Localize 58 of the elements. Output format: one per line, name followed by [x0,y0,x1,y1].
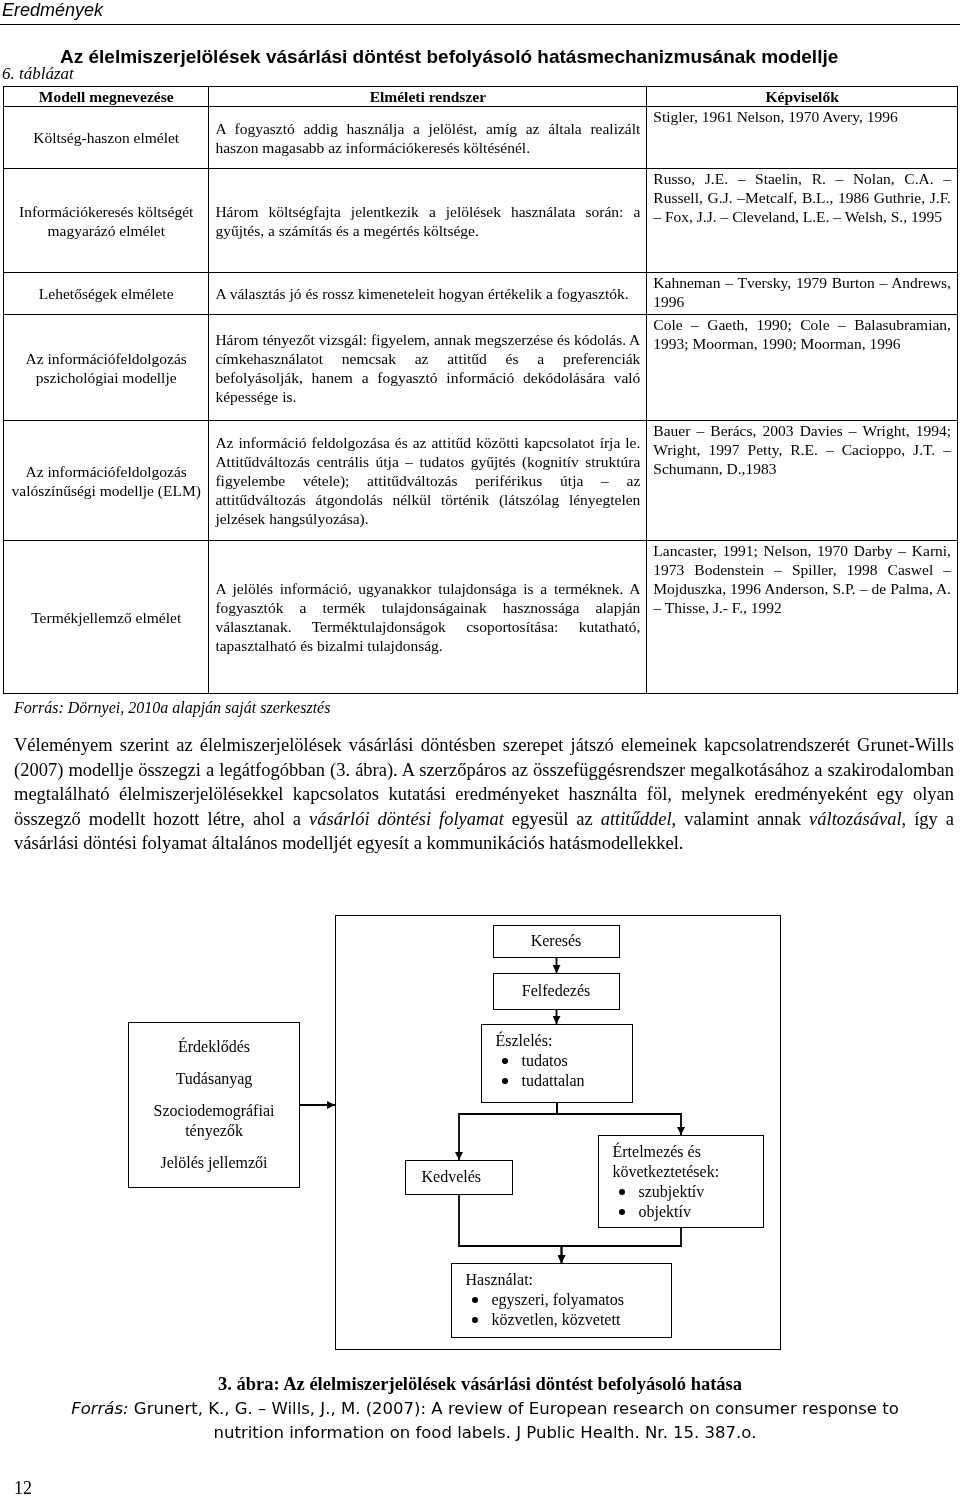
process-box [450,1262,672,1338]
box-heading: Értelmezés és következtetések: [612,1141,721,1182]
arrow [552,1009,561,1025]
bullet-item: objektív [638,1201,691,1222]
table-cell: Russo, J.E. – Staelin, R. – Nolan, C.A. – Russell, G.J. –Metcalf, B.L., 1986 Guthrie, J.F. – Fox, J.J. – Cleveland, L.E. – Welsh, S., 1995 [646,168,958,273]
process-box [492,972,620,1010]
bullet-item: tudattalan [521,1070,585,1091]
process-box [404,1159,513,1195]
box-text: Felfedezés [521,981,591,1001]
table-cell: Három költségfajta jelentkezik a jelölések használata során: a gyűjtés, a számítás és a megértés költsége. [208,168,647,273]
table-title: Az élelmiszerjelölések vásárlási döntést befolyásoló hatásmechanizmusának modellje [60,46,839,67]
process-box [597,1134,764,1228]
table-cell: Az információfeldolgozás pszichológiai modellje [3,314,209,421]
bullet-item: egyszeri, folyamatos [491,1289,624,1310]
table-cell: A fogyasztó addig használja a jelölést, amíg az általa realizált haszon magasabb az információkeresés költésénél. [208,106,647,169]
table-cell: Stigler, 1961 Nelson, 1970 Avery, 1996 [646,106,958,169]
table-cell: Cole – Gaeth, 1990; Cole – Balasubramian, 1993; Moorman, 1990; Moorman, 1996 [646,314,958,421]
figure-caption: 3. ábra: Az élelmiszerjelölések vásárlási döntést befolyásoló hatása [216,1374,744,1395]
process-box [480,1023,633,1103]
table-cell: Három tényezőt vizsgál: figyelem, annak megszerzése és kódolás. A címkehasználatot nemcsak az attitűd és a preferenciák befolyásolják, hanem a fogyasztó információ dekódolására való képessége is. [208,314,647,421]
box-heading: Használat: [465,1269,534,1290]
box-text: Keresés [530,931,582,951]
arrow [552,957,561,974]
box-text: Kedvelés [421,1167,482,1187]
column-header: Képviselők [646,86,958,107]
process-box [492,924,620,958]
bullet-item: szubjektív [638,1181,705,1202]
arrow [299,1101,336,1109]
column-header: Modell megnevezése [3,86,209,107]
table-number: 6. táblázat [2,64,74,84]
bullet-item: közvetlen, közvetett [491,1309,621,1330]
arrow [557,1227,682,1264]
box-text: Szociodemográfiai tényezők [152,1101,276,1141]
table-cell: Költség-haszon elmélet [3,106,209,169]
table-cell: Információkeresés költségét magyarázó elmélet [3,168,209,273]
figure-source: Forrás: Grunert, K., G. – Wills, J., M. (2007): A review of European research on consumer response to nutrition information on food labels. J Public Health. Nr. 15. 387.o. [70,1398,900,1444]
column-header: Elméleti rendszer [208,86,647,107]
table-cell: A választás jó és rossz kimeneteleit hogyan értékelik a fogyasztók. [208,272,647,315]
frame-box [335,915,781,1350]
body-paragraph: Véleményem szerint az élelmiszerjelölések vásárlási döntésben szerepet játszó elemeinek kapcsolatrendszerét Grunet-Wills (2007) modellje összegzi a legátfogóbban (3. ábra). A szerzőpáros az összefüggésrendszer megalkotásához a szakirodalomban megtalálható élelmiszerjelölésekkel kapcsolatos kutatási eredményeket használta föl, melynek eredményeként egy olyan összegző modellt hozott létre, ahol a vásárlói döntési folyamat egyesül az attitűddel, valamint annak változásával, így a vásárlási döntési folyamat általános modelljét egyesít a kommunikációs hatásmodellekkel. [14,734,954,855]
table-cell: Az információ feldolgozása és az attitűd közötti kapcsolatot írja le. Attitűdváltozás centrális útja – tudatos gyűjtés (kognitív struktúra figyelembe vétele); attitűdváltozás periférikus útja – az attitűdváltozás átgondolás nélkül történik (látszólag lényegtelen jelzések hangsúlyozása). [208,420,647,541]
page-number: 12 [14,1478,32,1499]
section-heading: Eredmények [2,0,104,21]
arrow [556,1102,685,1136]
table-cell: Lehetőségek elmélete [3,272,209,315]
table-cell: Kahneman – Tversky, 1979 Burton – Andrews, 1996 [646,272,958,315]
table-cell: Lancaster, 1991; Nelson, 1970 Darby – Karni, 1973 Bodenstein – Spiller, 1998 Caswel – Mojduszka, 1996 Anderson, S.P. – de Palma, A. – Thisse, J.- F., 1992 [646,540,958,694]
box-text: Jelölés jellemzői [159,1153,269,1173]
bullet-item: tudatos [521,1050,568,1071]
table-cell: Bauer – Berács, 2003 Davies – Wright, 1994; Wright, 1997 Petty, R.E. – Cacioppo, J.T. – Schumann, D.,1983 [646,420,958,541]
table-cell: A jelölés információ, ugyanakkor tulajdonsága is a terméknek. A fogyasztók a termék tulajdonságainak hasznossága alapján választanak. Terméktulajdonságok csoportosítása: kutatható, tapasztalható és bizalmi tulajdonság. [208,540,647,694]
process-box [128,1022,300,1188]
box-text: Tudásanyag [174,1069,254,1089]
source-note: Forrás: Dörnyei, 2010a alapján saját szerkesztés [14,699,331,717]
box-text: Érdeklődés [177,1037,251,1057]
table-cell: Termékjellemző elmélet [3,540,209,694]
box-heading: Észlelés: [495,1030,553,1051]
table-cell: Az információfeldolgozás valószínűségi modellje (ELM) [3,420,209,541]
